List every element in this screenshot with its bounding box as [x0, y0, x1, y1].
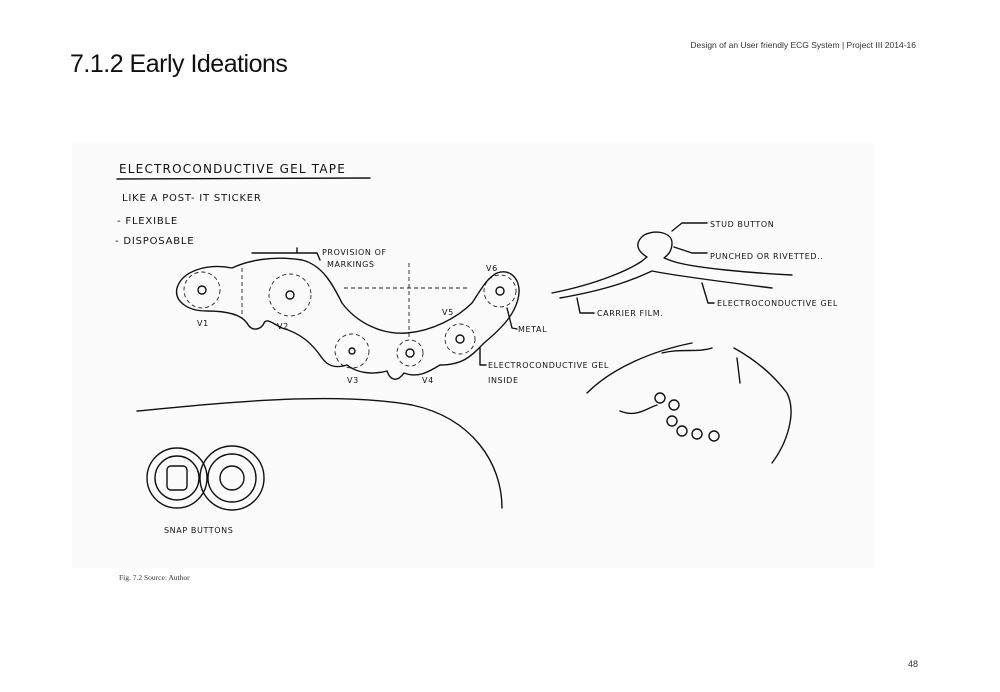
ideation-sketch: ELECTROCONDUCTIVE GEL TAPE LIKE A POST- …: [115, 162, 838, 535]
label-metal: METAL: [518, 325, 547, 334]
label-v3: V3: [347, 376, 359, 385]
label-flexible: - FLEXIBLE: [117, 216, 178, 227]
electrode-v2: [268, 273, 312, 317]
snap-button-right: [199, 445, 265, 511]
carrier-film-line: [559, 270, 773, 299]
label-gel-inside-1: ELECTROCONDUCTIVE GEL: [488, 361, 609, 370]
provision-leader: [251, 247, 321, 261]
figure-caption: Fig. 7.2 Source: Author: [119, 573, 190, 582]
label-v5: V5: [442, 308, 454, 317]
electrode-v3: [334, 333, 370, 369]
gel-tape-outline: [175, 257, 520, 380]
label-v4: V4: [422, 376, 434, 385]
snap-button-left: [146, 447, 208, 509]
section-title: 7.1.2 Early Ideations: [70, 50, 288, 78]
gel-leader: [701, 282, 715, 304]
label-provision-1: PROVISION OF: [322, 248, 387, 257]
sketch-figure: ELECTROCONDUCTIVE GEL TAPE LIKE A POST- …: [72, 143, 875, 568]
document-header: Design of an User friendly ECG System | …: [690, 40, 916, 50]
label-provision-2: MARKINGS: [327, 260, 375, 269]
label-v6: V6: [486, 264, 498, 273]
torso-sketch: [586, 342, 792, 464]
label-v2: V2: [277, 322, 289, 331]
carrier-leader: [576, 297, 595, 314]
label-punched: PUNCHED OR RIVETTED..: [710, 252, 823, 261]
heading-underline: [116, 177, 371, 180]
label-snap-buttons: SNAP BUTTONS: [164, 526, 233, 535]
electrode-v4: [396, 339, 424, 367]
label-like-postit: LIKE A POST- IT STICKER: [122, 193, 262, 204]
stud-leader: [671, 222, 708, 232]
label-carrier-film: CARRIER FILM.: [597, 309, 663, 318]
electrode-v5: [444, 323, 476, 355]
body-curve-sketch: [136, 397, 503, 509]
label-stud-button: STUD BUTTON: [710, 220, 774, 229]
stud-button-sketch: [551, 231, 793, 294]
label-v1: V1: [197, 319, 209, 328]
label-heading: ELECTROCONDUCTIVE GEL TAPE: [119, 162, 346, 176]
electrode-v6: [483, 274, 517, 308]
label-electroconductive-gel: ELECTROCONDUCTIVE GEL: [717, 299, 838, 308]
metal-leader: [506, 307, 518, 330]
label-gel-inside-2: INSIDE: [488, 376, 519, 385]
electrode-strip: [654, 392, 720, 442]
page-number: 48: [907, 659, 918, 669]
punched-leader: [673, 246, 708, 254]
label-disposable: - DISPOSABLE: [115, 236, 194, 247]
electrode-v1: [183, 271, 221, 309]
gel-inside-leader: [479, 347, 487, 366]
